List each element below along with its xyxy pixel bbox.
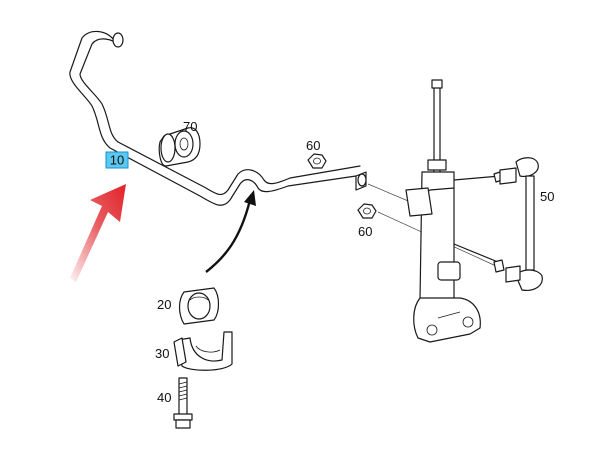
callout-label-50: 50: [540, 189, 554, 204]
callout-label-40: 40: [157, 390, 171, 405]
bolt-40: [173, 377, 193, 429]
callout-10-highlight: 10: [105, 151, 129, 169]
callout-label-30: 30: [155, 346, 169, 361]
bushing-70: [158, 127, 201, 167]
callout-label-20: 20: [157, 297, 171, 312]
red-pointer-arrow: [70, 184, 126, 282]
callout-label-10: 10: [110, 153, 124, 168]
stabilizer-bar: [69, 30, 367, 206]
nut-60-top: [307, 153, 327, 169]
curved-arrow: [205, 190, 256, 273]
bracket-30: [173, 331, 233, 371]
shock-absorber-strut: [405, 79, 501, 343]
nut-60-bottom: [357, 203, 377, 219]
callout-label-60-bottom: 60: [358, 224, 372, 239]
callout-label-70: 70: [183, 119, 197, 134]
callout-label-60-top: 60: [306, 138, 320, 153]
bushing-20: [178, 287, 220, 325]
stabilizer-link-50: [493, 157, 543, 291]
